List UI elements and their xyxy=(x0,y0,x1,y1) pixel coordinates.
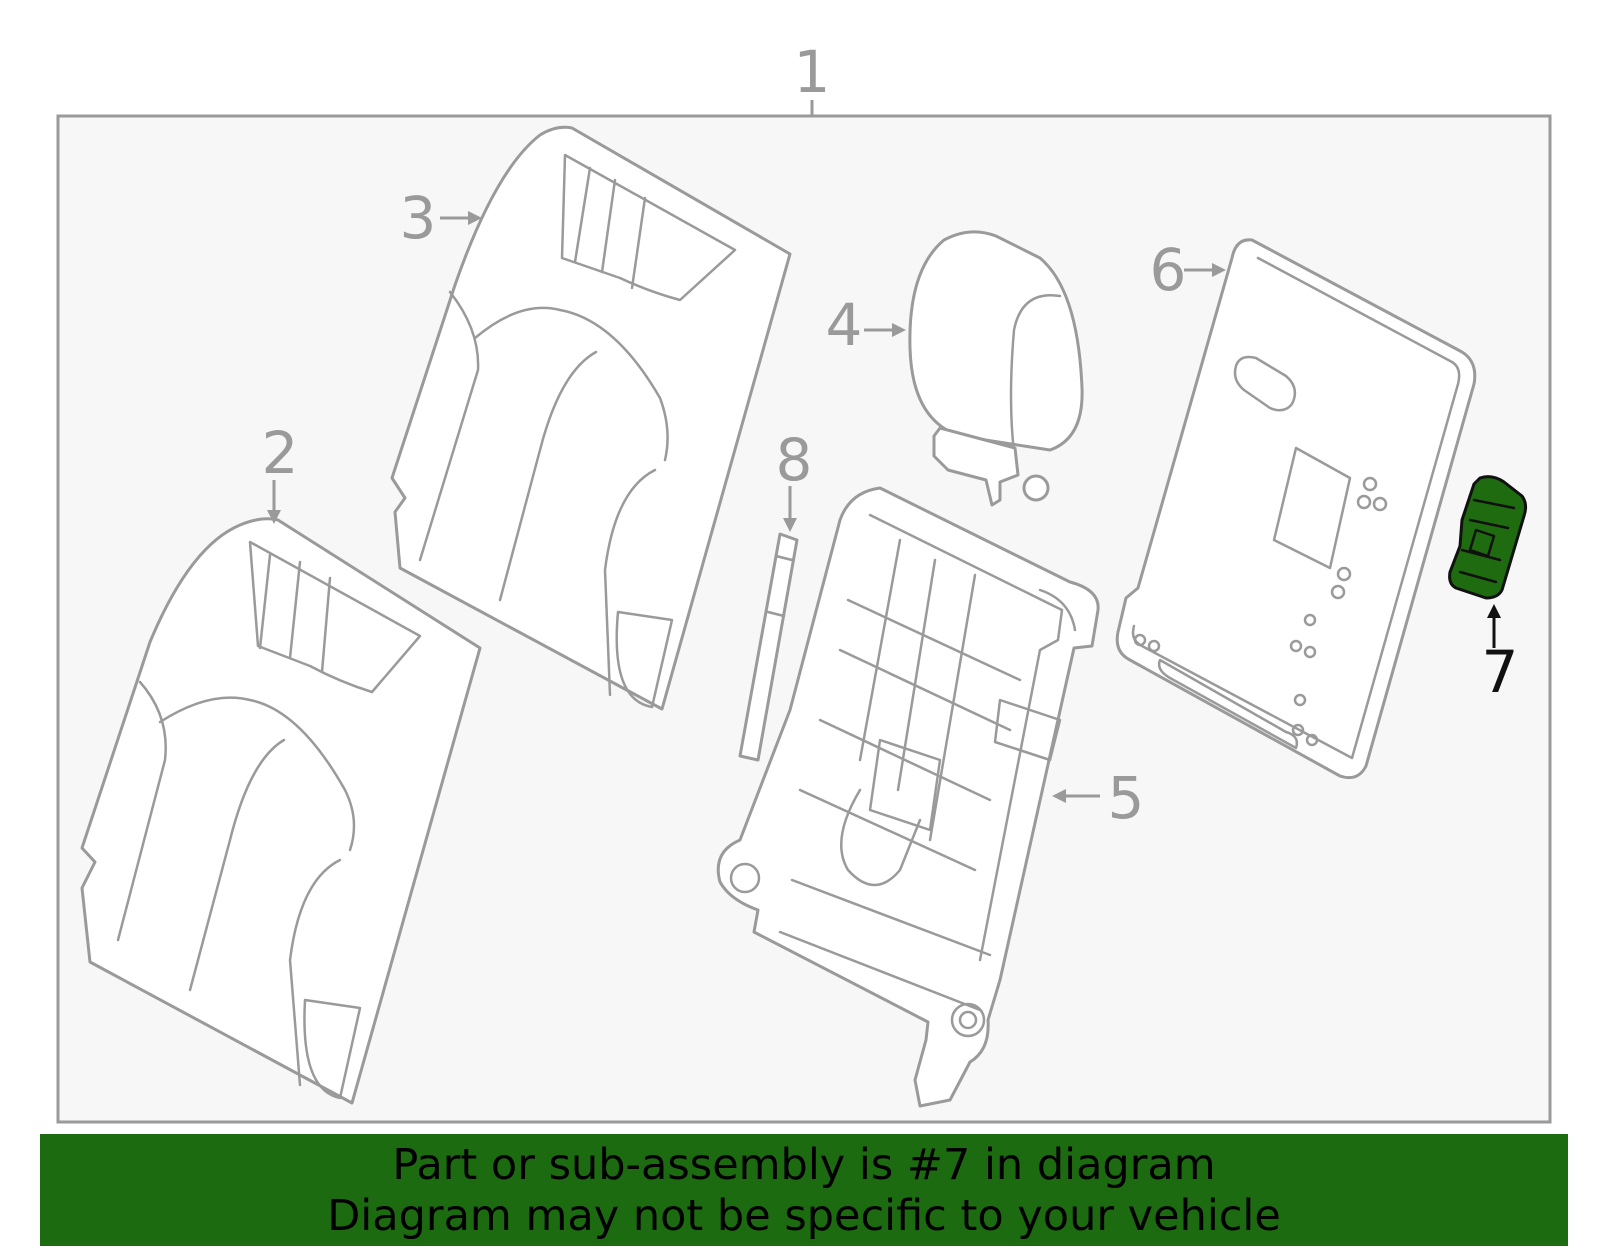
callout-4[interactable]: 4 xyxy=(826,291,863,359)
banner-line-disclaimer: Diagram may not be specific to your vehi… xyxy=(327,1191,1281,1241)
info-banner: Part or sub-assembly is #7 in diagram Di… xyxy=(40,1134,1568,1246)
callout-4-arrowhead xyxy=(892,323,906,337)
part-5-seat-frame[interactable] xyxy=(716,486,1100,1108)
callout-2[interactable]: 2 xyxy=(262,419,299,487)
callout-8[interactable]: 8 xyxy=(776,426,813,494)
callout-1[interactable]: 1 xyxy=(794,38,831,106)
callout-8-arrowhead xyxy=(783,518,797,532)
callout-3-arrowhead xyxy=(468,211,482,225)
part-4-headrest[interactable] xyxy=(908,230,1084,507)
callout-7-arrowhead xyxy=(1487,604,1501,618)
callout-6[interactable]: 6 xyxy=(1150,236,1187,304)
part-8-rod[interactable] xyxy=(738,532,799,762)
callout-6-arrowhead xyxy=(1212,263,1226,277)
callout-5-arrowhead xyxy=(1052,789,1066,803)
callout-3[interactable]: 3 xyxy=(400,184,437,252)
part-7-highlighted-bracket[interactable] xyxy=(1448,475,1528,600)
part-6-back-panel[interactable] xyxy=(1115,238,1477,780)
callout-7[interactable]: 7 xyxy=(1482,638,1519,706)
banner-line-part-info: Part or sub-assembly is #7 in diagram xyxy=(392,1140,1216,1190)
part-2-seat-cover-left[interactable] xyxy=(80,517,482,1105)
callout-5[interactable]: 5 xyxy=(1108,764,1145,832)
part-3-seat-cover-upper[interactable] xyxy=(390,125,792,711)
callout-2-arrowhead xyxy=(267,510,281,524)
